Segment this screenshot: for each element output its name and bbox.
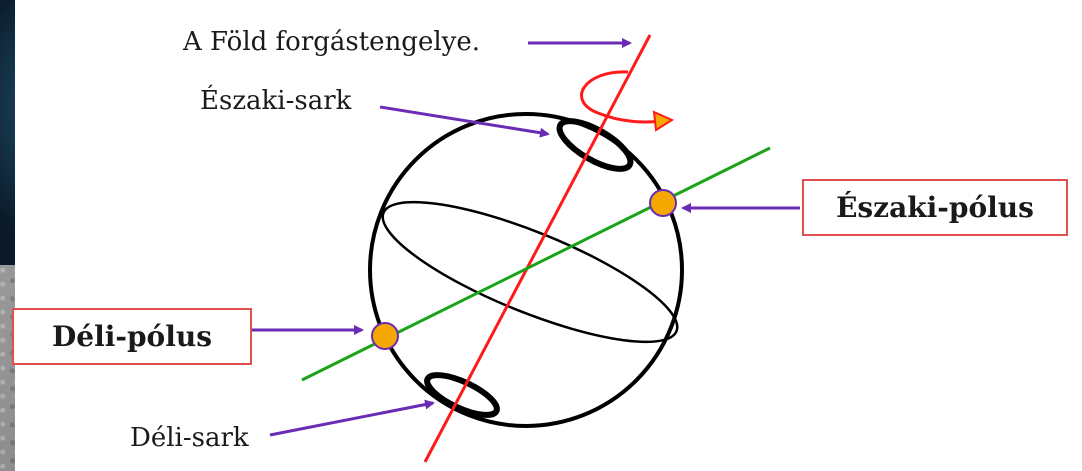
north-pole-label-box: Északi-pólus — [802, 179, 1068, 236]
earth-globe — [368, 112, 684, 428]
magnetic-axis-line — [301, 146, 771, 382]
rotation-axis-line — [423, 34, 652, 463]
equator-ellipse — [381, 200, 679, 344]
south-region-arrow — [269, 399, 435, 437]
south-pole-label-box: Déli-pólus — [12, 308, 252, 365]
rotation-arrowhead-icon — [652, 110, 675, 132]
south-pole-dot — [371, 322, 399, 350]
north-region-arrow — [379, 105, 550, 138]
north-polar-circle — [556, 118, 634, 172]
north-pole-dot — [649, 189, 677, 217]
south-polar-circle — [424, 372, 500, 418]
rotation-axis-label: A Föld forgástengelye. — [183, 27, 480, 57]
north-region-label: Északi-sark — [200, 86, 352, 116]
south-region-label: Déli-sark — [130, 423, 249, 453]
rotation-arrow-icon — [580, 70, 669, 124]
